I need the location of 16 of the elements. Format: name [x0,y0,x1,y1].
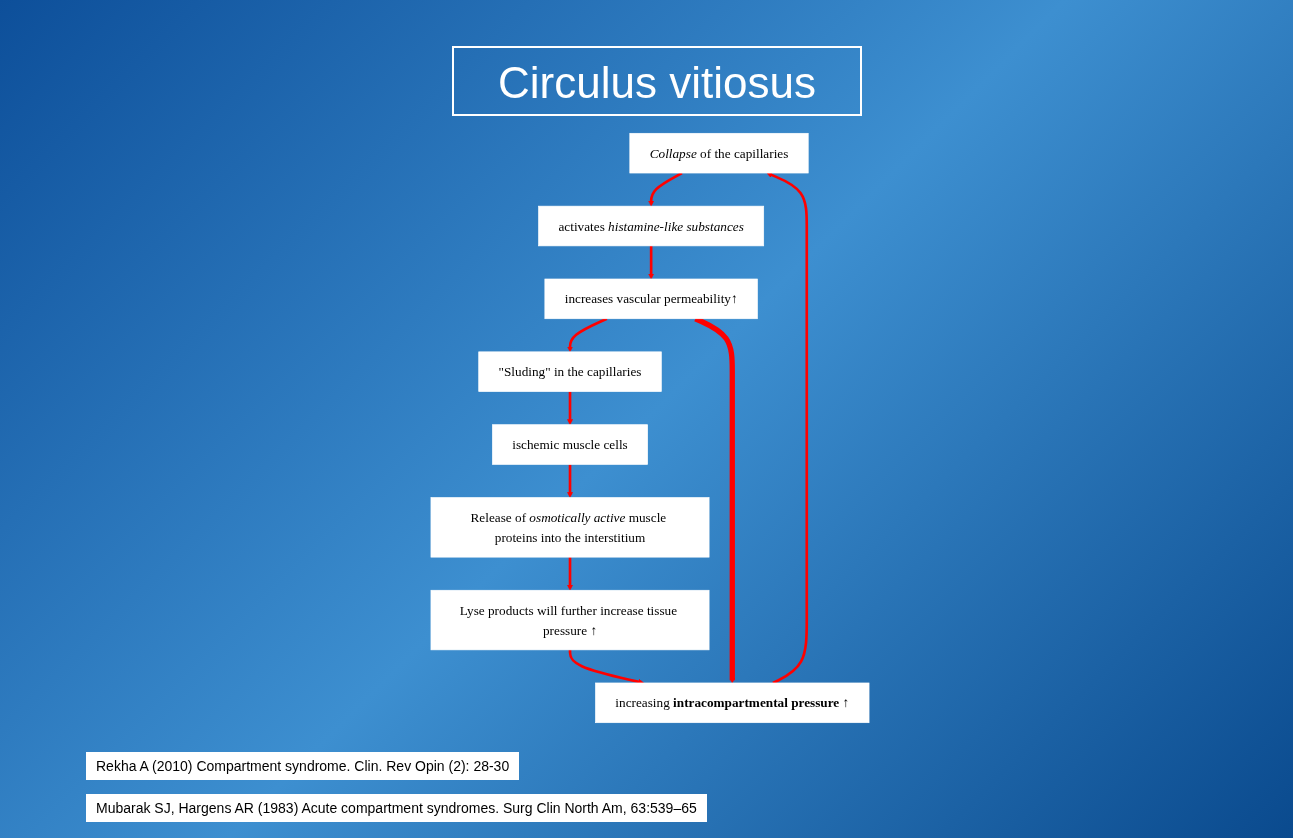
node-box: increasing intracompartmental pressure ↑ [595,682,870,724]
node-box: activates histamine-like substances [538,205,765,247]
node-box: Release of osmotically active muscle proteins into the interstitium [430,497,710,558]
node-box: increases vascular permeability↑ [544,278,758,320]
reference-text: Rekha A (2010) Compartment syndrome. Clin. Rev Opin (2): 28-30 [86,752,520,780]
arrow [567,317,608,353]
reference-text: Mubarak SJ, Hargens AR (1983) Acute compartment syndromes. Surg Clin North Am, 63:539–65 [86,794,707,822]
node-box: ischemic muscle cells [492,424,648,465]
arrow [648,245,655,280]
arrow [567,391,573,425]
node-box: Collapse of the capillaries [629,132,809,174]
node-box: Lyse products will further increase tissue pressure ↑ [430,589,710,651]
arrow [567,464,573,498]
title: Circulus vitiosus [452,46,862,116]
arrow [567,557,573,591]
node-box: "Sluding" in the capillaries [478,351,662,392]
